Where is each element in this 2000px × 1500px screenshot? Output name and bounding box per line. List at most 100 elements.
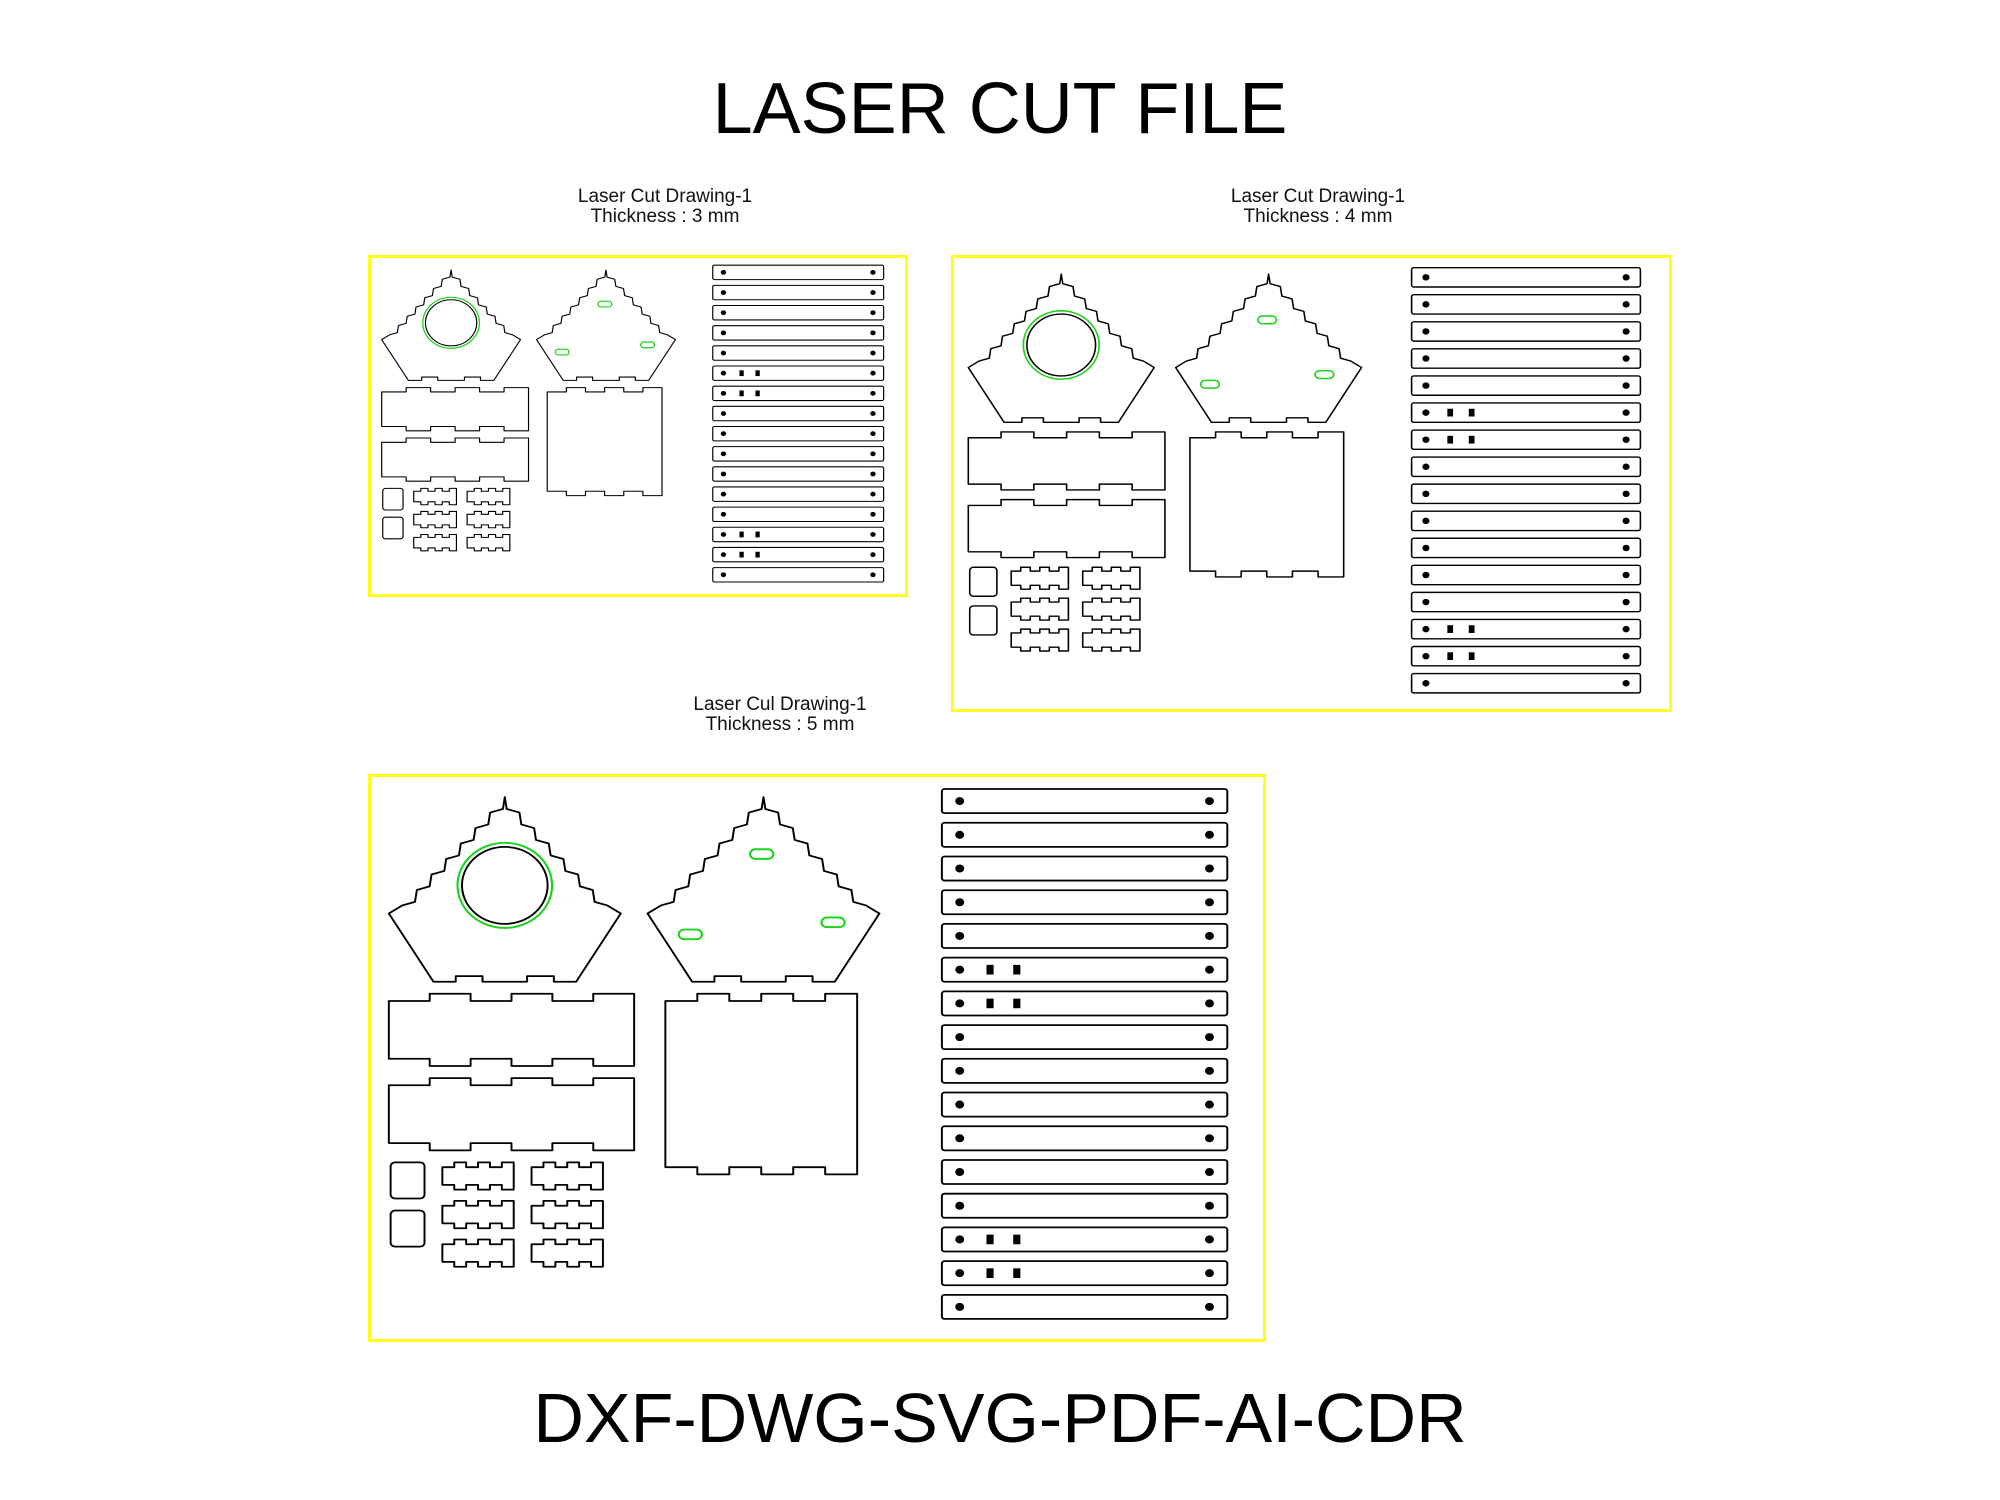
s2-front-wall <box>967 273 1155 424</box>
s3-peg-part <box>389 1209 426 1248</box>
s2-roof-strip <box>1410 429 1642 451</box>
s1-strip-notch <box>739 551 744 558</box>
s1-back-wall <box>535 269 676 381</box>
s3-peg-part <box>389 1161 426 1200</box>
s1-strip-hole <box>870 532 876 537</box>
s3-strip-notch <box>1013 964 1021 975</box>
s2-strip-hole <box>1622 490 1630 498</box>
s1-strip-hole <box>720 411 727 416</box>
s2-roof-strip <box>1410 510 1642 532</box>
s1-roof-strip <box>712 405 885 422</box>
s1-front-wall <box>381 269 522 381</box>
s2-small-part <box>1010 597 1070 621</box>
s1-strip-hole <box>720 552 727 558</box>
s1-strip-hole <box>870 471 876 477</box>
s2-small-part <box>1010 628 1070 652</box>
s3-strip-hole <box>1205 797 1214 806</box>
s3-strip-hole <box>1205 1167 1214 1177</box>
s3-roof-panel <box>387 1077 636 1152</box>
s3-roof-strip <box>940 990 1229 1017</box>
s1-strip-hole <box>870 290 876 295</box>
s3-small-part <box>530 1200 604 1230</box>
s3-strip-hole <box>1205 1100 1214 1109</box>
s1-roof-strip <box>712 425 885 442</box>
s3-strip-hole <box>1205 999 1214 1008</box>
s3-roof-strip <box>940 855 1229 882</box>
s2-roof-strip <box>1410 672 1642 694</box>
s2-strip-hole <box>1422 571 1430 579</box>
s2-roof-strip <box>1410 483 1642 505</box>
s3-roof-strip <box>940 1192 1229 1219</box>
s3-strip-hole <box>955 965 965 974</box>
s1-peg-part <box>382 487 404 511</box>
s3-strip-hole <box>955 830 965 839</box>
s2-back-wall <box>1174 273 1363 424</box>
s3-strip-hole <box>1205 1201 1214 1210</box>
s2-roof-strip <box>1410 402 1642 424</box>
s1-entry-engrave <box>422 296 481 349</box>
s2-strip-hole <box>1422 436 1430 443</box>
s2-engrave-slot <box>1257 315 1278 325</box>
s3-strip-hole <box>955 797 965 806</box>
s2-roof-strip <box>1410 456 1642 478</box>
panel-2-drawing-name: Laser Cut Drawing-1 <box>1230 186 1406 207</box>
s2-roof-strip <box>1410 321 1642 342</box>
s3-roof-panel <box>387 992 636 1067</box>
cut-sheet-3mm-drawing <box>381 264 885 583</box>
s1-engrave-slot <box>554 348 570 356</box>
panel-3-label: Laser Cul Drawing-1 Thickness : 5 mm <box>660 695 900 735</box>
s1-entry-hole <box>424 299 478 347</box>
s1-roof-strip <box>712 304 885 321</box>
s2-strip-hole <box>1422 490 1430 498</box>
s1-small-part <box>413 510 458 529</box>
s2-small-part <box>1081 628 1141 652</box>
s1-small-part <box>413 533 458 552</box>
s1-strip-hole <box>720 431 727 437</box>
s1-roof-strip <box>712 325 885 341</box>
s3-floor-panel <box>664 992 859 1176</box>
s2-strip-notch <box>1447 408 1454 417</box>
s1-strip-hole <box>720 390 727 396</box>
s1-peg-part <box>382 516 404 540</box>
s3-roof-strip <box>940 923 1229 949</box>
s1-strip-hole <box>870 370 876 376</box>
s2-strip-notch <box>1447 625 1454 633</box>
s3-strip-hole <box>955 1066 965 1075</box>
s1-roof-strip <box>712 567 885 583</box>
s2-engrave-slot <box>1314 369 1335 380</box>
s1-roof-panel <box>381 387 530 432</box>
s1-strip-notch <box>755 370 760 377</box>
s1-strip-hole <box>720 572 727 578</box>
s3-strip-hole <box>955 1033 965 1042</box>
s3-strip-notch <box>986 964 994 975</box>
s1-strip-notch <box>739 531 744 538</box>
s3-strip-hole <box>955 999 965 1008</box>
s3-strip-notch <box>986 1234 994 1245</box>
s3-strip-notch <box>1013 1234 1021 1245</box>
s2-roof-strip <box>1410 348 1642 369</box>
s2-strip-notch <box>1447 652 1454 661</box>
s2-strip-hole <box>1622 652 1630 660</box>
s1-strip-notch <box>755 551 760 558</box>
s2-roof-strip <box>1410 266 1642 288</box>
s1-strip-hole <box>870 491 876 497</box>
s1-strip-hole <box>870 431 876 437</box>
s1-strip-hole <box>870 270 876 275</box>
s1-strip-hole <box>720 471 727 477</box>
s2-strip-hole <box>1422 463 1430 470</box>
s3-strip-hole <box>1205 898 1214 907</box>
s3-engrave-slot <box>677 928 704 941</box>
s1-roof-strip <box>712 345 885 361</box>
s2-strip-notch <box>1468 652 1475 661</box>
s1-engrave-slot <box>597 300 613 308</box>
s3-engrave-slot <box>820 916 846 929</box>
panel-1-label: Laser Cut Drawing-1 Thickness : 3 mm <box>545 187 785 227</box>
s3-roof-strip <box>940 1024 1229 1051</box>
s1-strip-notch <box>739 370 744 377</box>
s2-strip-hole <box>1622 544 1630 552</box>
s2-strip-hole <box>1422 355 1430 362</box>
s3-strip-hole <box>1205 1066 1214 1075</box>
s3-small-part <box>441 1238 515 1268</box>
s2-strip-hole <box>1622 328 1630 335</box>
panel-3-drawing-name: Laser Cul Drawing-1 <box>693 694 867 715</box>
